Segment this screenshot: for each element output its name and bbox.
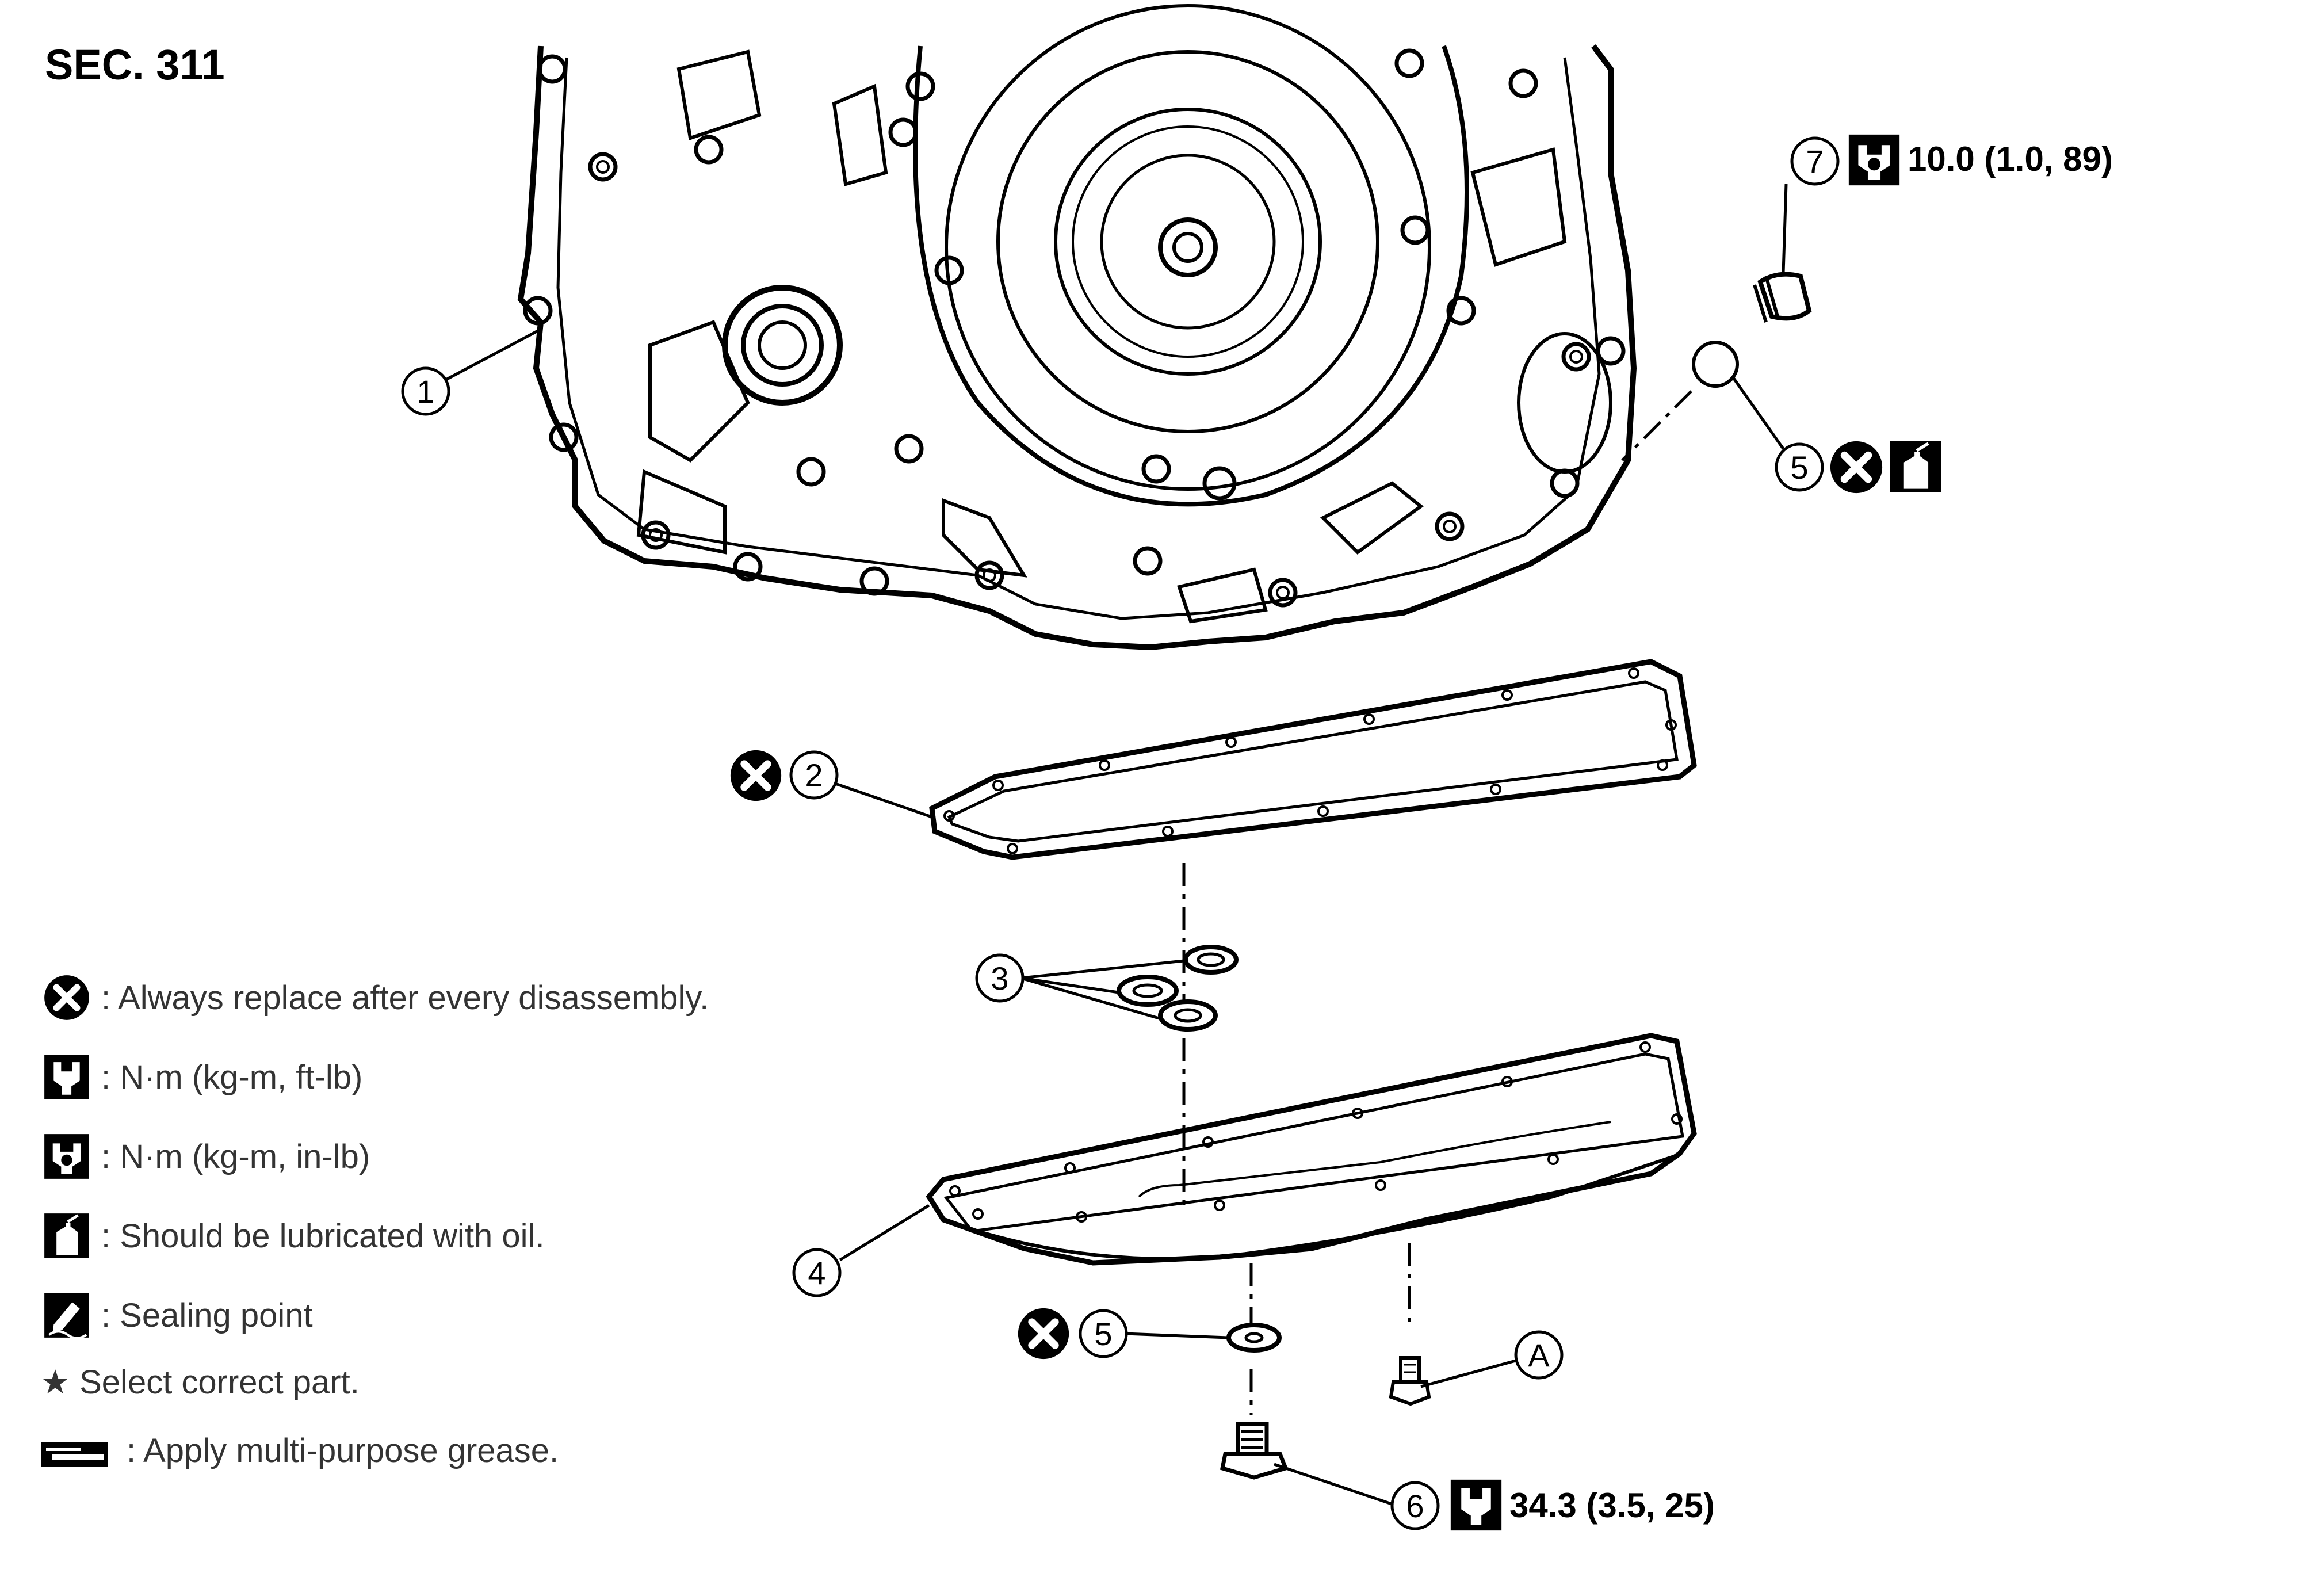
legend-text: ★ Select correct part. <box>40 1364 360 1401</box>
always-replace-icon <box>40 971 93 1024</box>
svg-text:7: 7 <box>1806 143 1824 180</box>
svg-text:5: 5 <box>1094 1316 1112 1352</box>
always-replace-icon <box>1830 441 1882 493</box>
oil-pan-gasket <box>929 659 1697 860</box>
legend-text: : Apply multi-purpose grease. <box>127 1432 559 1469</box>
legend-text: : Sealing point <box>101 1296 313 1334</box>
oil-pan <box>926 1033 1697 1266</box>
callout-6: 6 <box>1274 1463 1440 1530</box>
torque-nm-ftlb-icon <box>1450 1479 1502 1531</box>
callout-3: 3 <box>975 953 1184 1020</box>
transaxle-case <box>517 4 1637 651</box>
callout-4: 4 <box>792 1204 930 1297</box>
charging-plug-torque: 10.0 (1.0, 89) <box>1908 140 2113 178</box>
legend-item-lubricate: : Should be lubricated with oil. <box>40 1209 545 1262</box>
assembly-axis-upper <box>1621 390 1692 461</box>
callout-7: 7 <box>1782 136 1840 274</box>
legend-item-sealing: : Sealing point <box>40 1289 313 1342</box>
legend-text: : N·m (kg-m, in-lb) <box>101 1137 370 1175</box>
legend-text: : Should be lubricated with oil. <box>101 1217 545 1255</box>
oil-pan-bolt <box>1389 1356 1431 1406</box>
svg-text:3: 3 <box>991 960 1008 996</box>
svg-text:5: 5 <box>1790 449 1808 486</box>
legend-text: : Always replace after every disassembly… <box>101 979 709 1017</box>
svg-text:6: 6 <box>1406 1488 1424 1524</box>
svg-text:A: A <box>1528 1337 1550 1373</box>
callout-2: 2 <box>789 750 932 819</box>
section-number: SEC. 311 <box>45 41 225 89</box>
legend-text: : N·m (kg-m, ft-lb) <box>101 1058 363 1096</box>
callout-A: A <box>1420 1330 1564 1388</box>
grease-icon <box>41 1441 108 1467</box>
callout-5-upper: 5 <box>1731 376 1824 492</box>
svg-text:4: 4 <box>808 1255 825 1291</box>
svg-text:2: 2 <box>805 757 823 793</box>
sealing-point-icon <box>40 1289 93 1342</box>
always-replace-icon <box>1018 1308 1069 1359</box>
oil-can-icon <box>1890 441 1941 492</box>
torque-nm-inlb-icon <box>44 1134 89 1179</box>
always-replace-icon <box>731 750 781 801</box>
drain-plug-gasket <box>1226 1323 1282 1353</box>
torque-nm-inlb-icon <box>1848 134 1900 186</box>
callout-5-lower: 5 <box>1079 1309 1229 1358</box>
legend-item-grease: : Apply multi-purpose grease. <box>40 1431 559 1470</box>
legend-item-select-part: ★ Select correct part. <box>40 1362 360 1402</box>
svg-text:1: 1 <box>416 373 434 410</box>
callout-1: 1 <box>401 329 539 416</box>
o-ring-upper <box>1692 341 1739 388</box>
legend-item-torque-ftlb: : N·m (kg-m, ft-lb) <box>40 1051 362 1103</box>
legend-item-always-replace: : Always replace after every disassembly… <box>40 971 709 1024</box>
magnets <box>1117 945 1239 1032</box>
torque-nm-ftlb-icon <box>44 1055 89 1099</box>
charging-plug <box>1753 272 1812 323</box>
legend-item-torque-inlb: : N·m (kg-m, in-lb) <box>40 1130 370 1183</box>
drain-plug <box>1220 1422 1289 1480</box>
oil-can-icon <box>40 1209 93 1262</box>
drain-plug-torque: 34.3 (3.5, 25) <box>1509 1486 1715 1525</box>
